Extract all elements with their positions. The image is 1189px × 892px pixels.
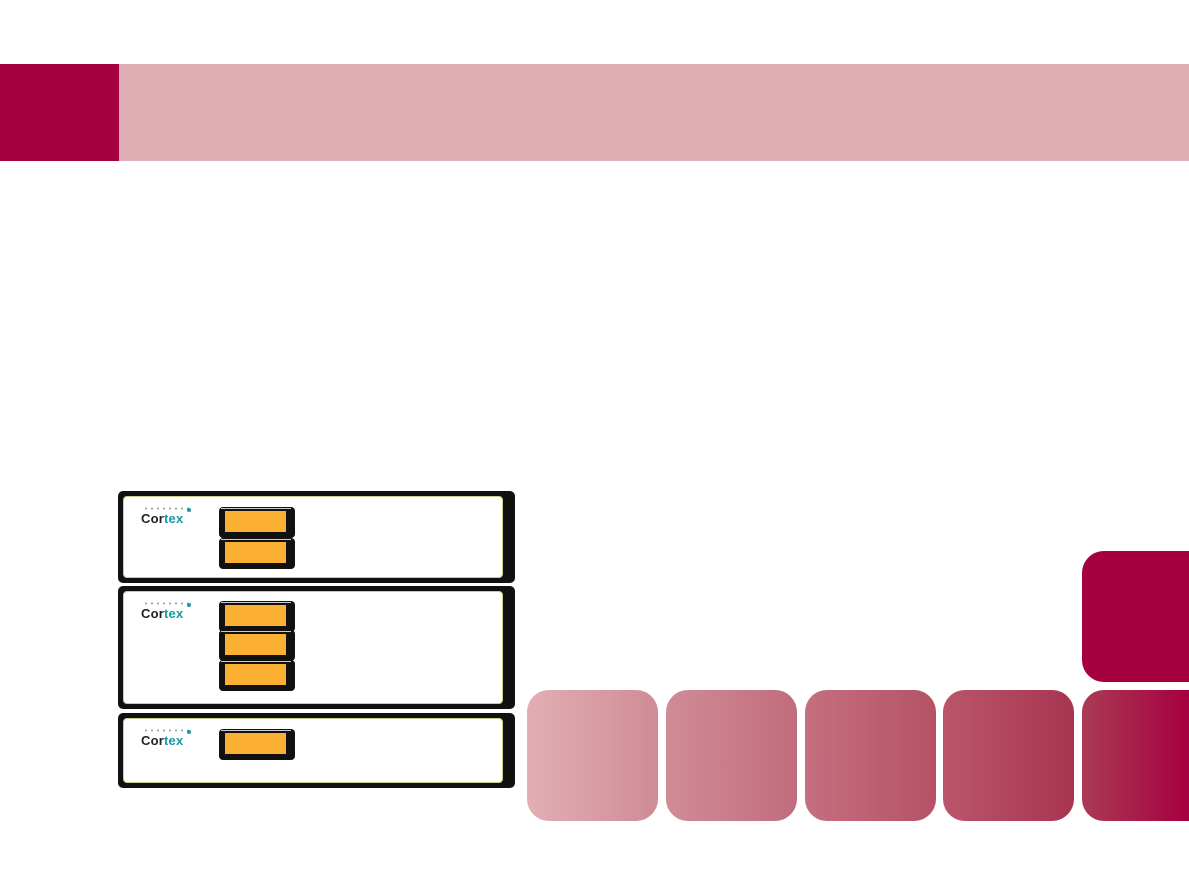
header-accent-block — [0, 64, 119, 161]
gradient-tile-5 — [1082, 690, 1189, 821]
logo-dots — [143, 507, 189, 510]
gradient-tile-4 — [943, 690, 1074, 821]
gradient-tile-3 — [805, 690, 936, 821]
logo-dots — [143, 729, 189, 732]
rack-unit-2: Cortex — [118, 586, 515, 709]
module-slot — [219, 601, 295, 632]
logo-mark — [187, 508, 191, 512]
header-band — [119, 64, 1189, 161]
cortex-logo: Cortex — [141, 507, 191, 525]
rack-unit-3: Cortex — [118, 713, 515, 788]
rack-unit-2-face: Cortex — [123, 591, 503, 704]
logo-mark — [187, 603, 191, 607]
cortex-logo: Cortex — [141, 729, 191, 747]
rack-unit-1-face: Cortex — [123, 496, 503, 578]
logo-dots — [143, 602, 189, 605]
rack-unit-1: Cortex — [118, 491, 515, 583]
module-slot — [219, 538, 295, 569]
module-slot — [219, 660, 295, 691]
cortex-logo: Cortex — [141, 602, 191, 620]
module-slot — [219, 507, 295, 538]
module-slot — [219, 630, 295, 661]
accent-tile-top — [1082, 551, 1189, 682]
module-slot — [219, 729, 295, 760]
rack-unit-3-face: Cortex — [123, 718, 503, 783]
gradient-tile-1 — [527, 690, 658, 821]
gradient-tile-2 — [666, 690, 797, 821]
logo-mark — [187, 730, 191, 734]
